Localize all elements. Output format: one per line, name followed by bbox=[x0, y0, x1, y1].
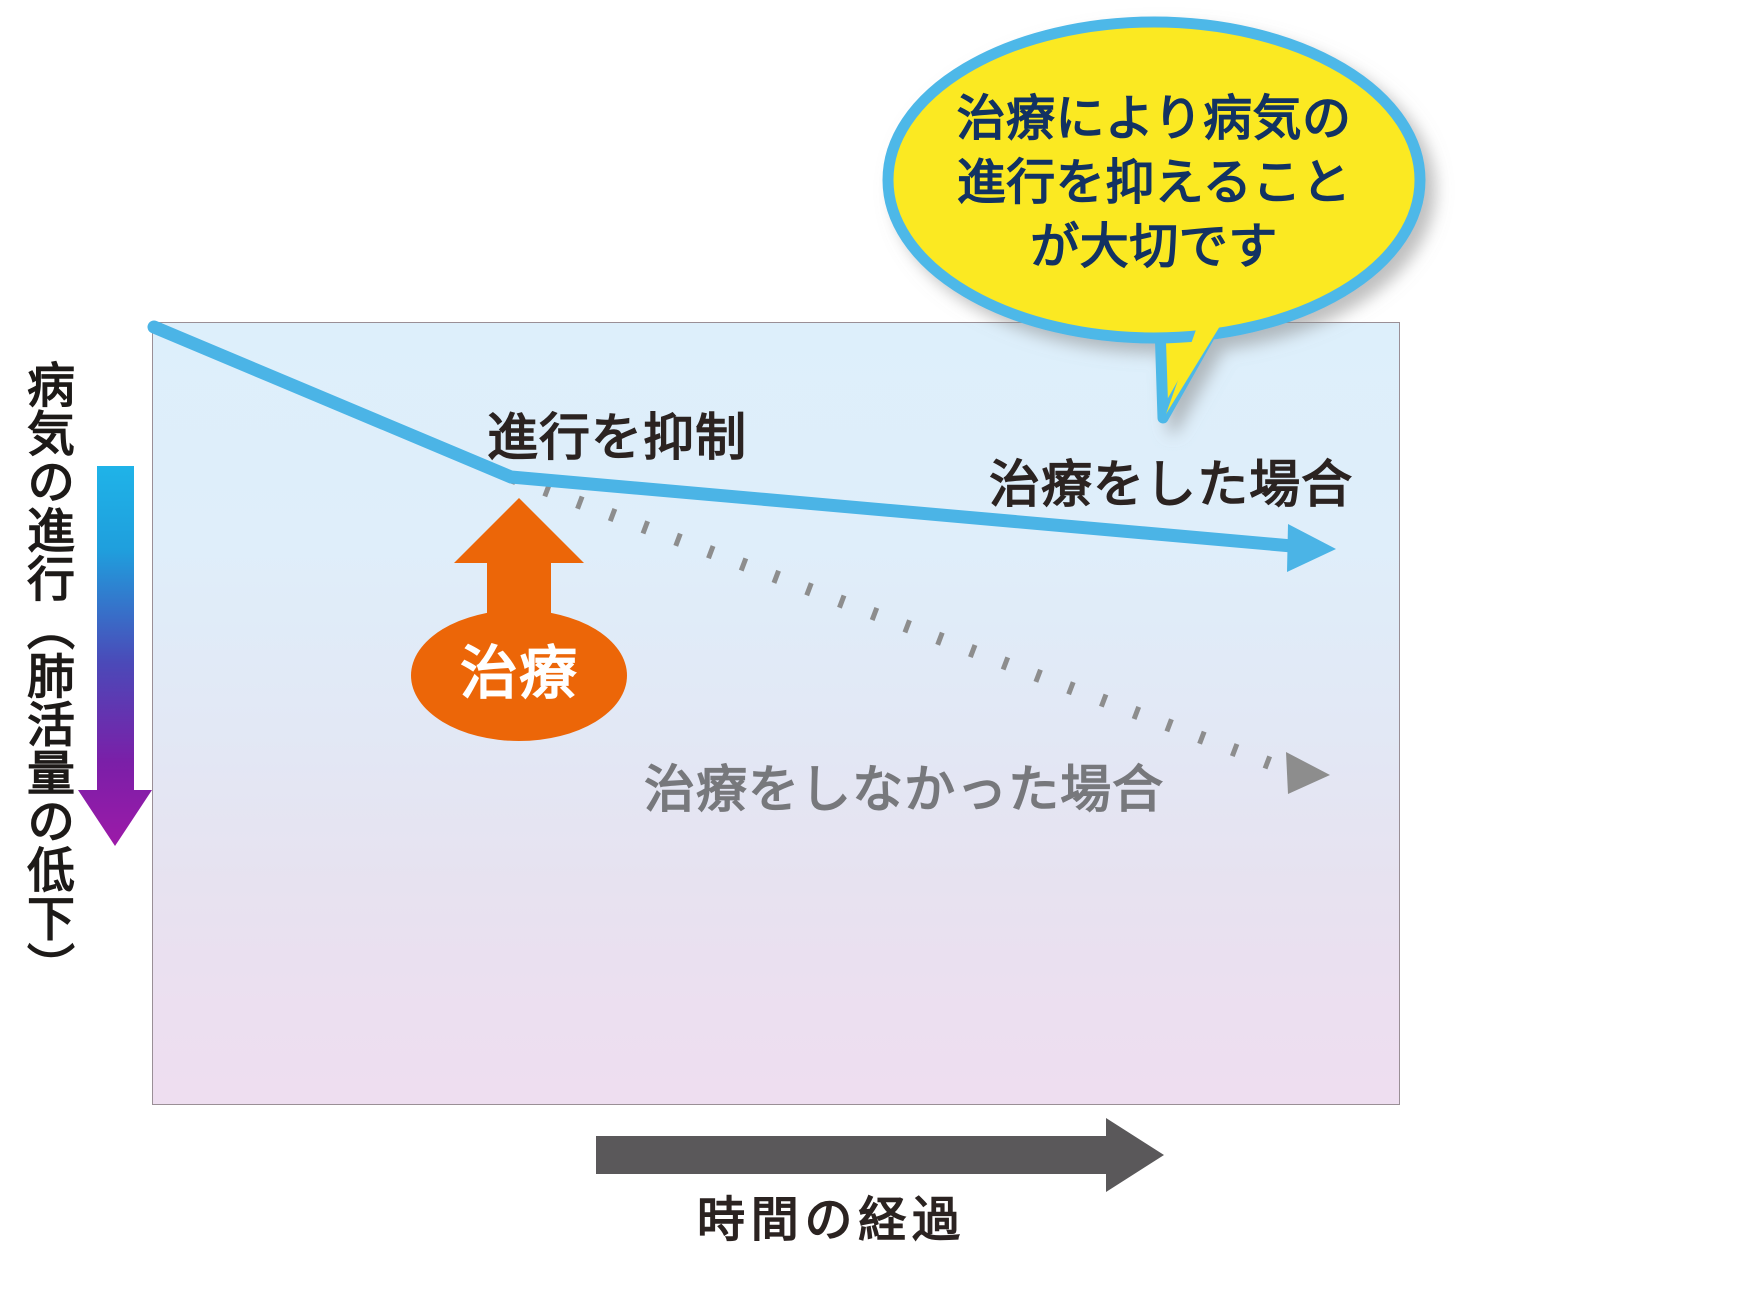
y-axis-direction-arrow bbox=[78, 466, 152, 846]
annotation-suppress-progression: 進行を抑制 bbox=[487, 409, 748, 466]
treatment-badge: 治療 bbox=[411, 610, 627, 741]
annotation-untreated-case: 治療をしなかった場合 bbox=[644, 761, 1165, 818]
chart-plot-area bbox=[152, 322, 1400, 1105]
callout-text: 治療により病気の 進行を抑えること が大切です bbox=[884, 21, 1424, 341]
treatment-up-arrow bbox=[454, 498, 584, 690]
y-axis-label: 病気の進行（肺活量の低下） bbox=[19, 360, 72, 991]
treatment-badge-label: 治療 bbox=[459, 640, 579, 706]
x-axis-label: 時間の経過 bbox=[697, 1194, 966, 1247]
treated-trend-line bbox=[147, 320, 1336, 572]
callout-bubble-shape bbox=[882, 16, 1426, 424]
annotation-treated-case: 治療をした場合 bbox=[989, 456, 1354, 513]
callout-line-1: 治療により病気の bbox=[956, 92, 1352, 147]
callout-bubble: 治療により病気の 進行を抑えること が大切です bbox=[884, 21, 1424, 341]
callout-line-3: が大切です bbox=[1030, 219, 1278, 274]
untreated-trend-line bbox=[509, 470, 1330, 794]
x-axis-direction-arrow bbox=[596, 1118, 1164, 1192]
callout-line-2: 進行を抑えること bbox=[956, 156, 1352, 211]
